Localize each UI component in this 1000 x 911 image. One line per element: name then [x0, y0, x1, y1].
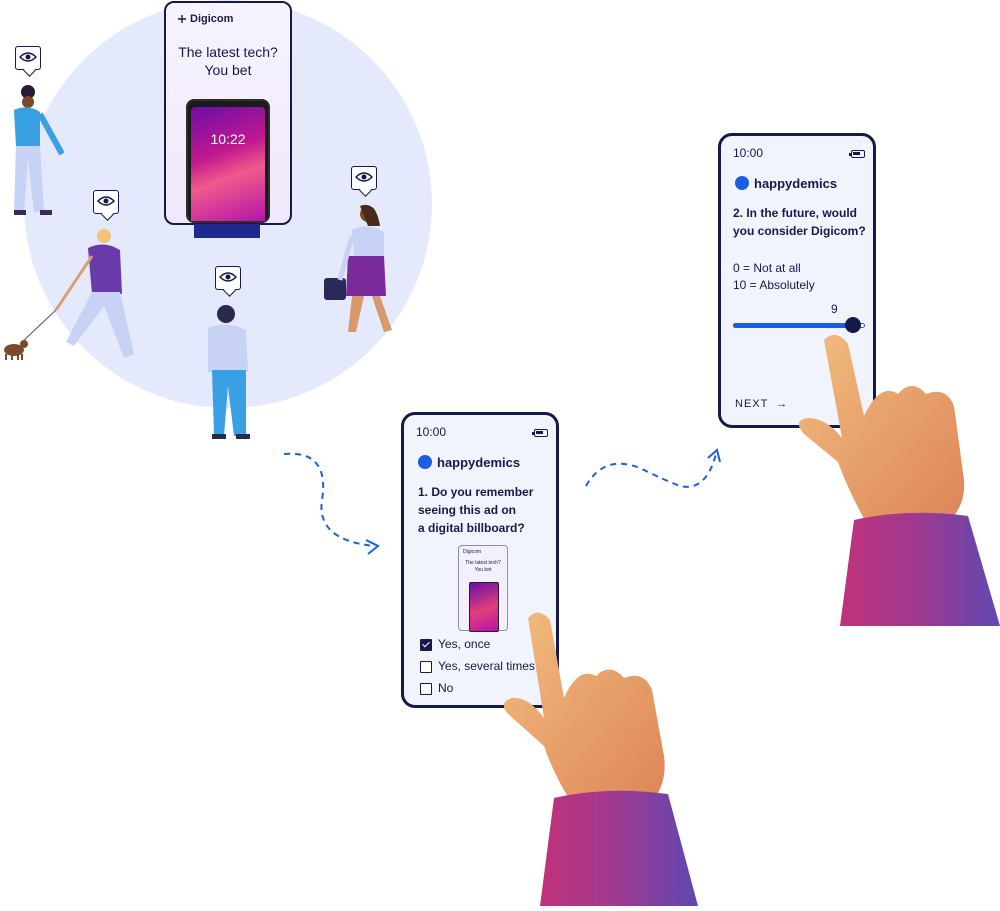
billboard-phone-time: 10:22 — [210, 131, 246, 147]
eye-bubble-1 — [15, 46, 41, 77]
hand-1-illustration — [498, 606, 708, 906]
checkbox[interactable] — [420, 661, 432, 673]
question-1-line3: a digital billboard? — [418, 521, 525, 535]
eye-icon — [19, 52, 37, 62]
eye-bubble-3 — [215, 266, 241, 297]
question-2-line1: 2. In the future, would — [733, 206, 857, 220]
status-time: 10:00 — [733, 146, 764, 160]
digital-billboard: Digicom The latest tech? You bet 10:22 — [164, 1, 292, 225]
next-button[interactable]: NEXT → — [735, 398, 788, 410]
eye-bubble-2 — [93, 190, 119, 221]
question-1-line1: 1. Do you remember — [418, 485, 534, 499]
checkbox-checked[interactable] — [420, 639, 432, 651]
flow-arrow-1 — [283, 452, 380, 555]
scale-min-label: 0 = Not at all — [733, 261, 801, 275]
survey-phone-1: 10:00 happydemics 1. Do you remember see… — [401, 412, 559, 708]
slider-thumb[interactable] — [844, 317, 861, 333]
happydemics-logo-icon — [735, 176, 749, 190]
battery-icon — [532, 429, 548, 437]
eye-icon — [355, 172, 373, 182]
status-time: 10:00 — [416, 425, 447, 439]
next-button-label: NEXT — [735, 398, 769, 410]
billboard-phone-image: 10:22 — [186, 99, 270, 223]
eye-bubble-4 — [351, 166, 377, 197]
person-woman-right — [324, 204, 392, 332]
eye-icon — [97, 196, 115, 206]
ad-thumbnail: Digicom The latest tech? You bet — [458, 545, 508, 632]
arrow-right-icon: → — [776, 398, 789, 410]
ad-thumbnail-phone — [469, 582, 499, 632]
digicom-logo-icon — [178, 14, 186, 23]
option-label: Yes, once — [438, 637, 491, 651]
billboard-phone-screen: 10:22 — [191, 107, 265, 221]
billboard-brand-label: Digicom — [190, 13, 234, 25]
brand-name: happydemics — [754, 176, 838, 191]
flow-arrow-2 — [585, 448, 721, 488]
person-woman-left — [14, 85, 65, 215]
scale-max-label: 10 = Absolutely — [733, 278, 815, 292]
ad-thumbnail-headline-line1: The latest tech? — [465, 560, 501, 566]
question-1-line2: seeing this ad on — [418, 503, 517, 517]
person-man-dog — [4, 229, 134, 360]
question-1: 1. Do you remember seeing this ad on a d… — [418, 483, 556, 537]
eye-icon — [219, 272, 237, 282]
question-2: 2. In the future, would you consider Dig… — [733, 204, 873, 240]
billboard-brand: Digicom — [178, 13, 233, 25]
hand-2-illustration — [792, 330, 1000, 626]
brand-name: happydemics — [437, 455, 521, 470]
person-man-center — [208, 305, 250, 439]
survey-phone-2: 10:00 happydemics 2. In the future, woul… — [718, 133, 876, 428]
happydemics-logo-icon — [418, 455, 432, 469]
ad-thumbnail-headline: The latest tech? You bet — [459, 560, 507, 574]
question-2-line2: you consider Digicom? — [733, 224, 866, 238]
billboard-headline-line2: You bet — [204, 62, 252, 78]
billboard-stand — [194, 224, 260, 238]
pointing-hand-icon — [503, 612, 698, 906]
people-illustration — [4, 85, 392, 439]
option-label: No — [438, 681, 454, 695]
slider-value: 9 — [831, 302, 838, 316]
ad-thumbnail-brand: Digicom — [463, 549, 482, 555]
rating-slider[interactable] — [733, 317, 865, 333]
billboard-headline-line1: The latest tech? — [178, 44, 278, 60]
scale-legend: 0 = Not at all 10 = Absolutely — [733, 260, 873, 294]
battery-icon — [849, 150, 865, 158]
checkbox[interactable] — [420, 683, 432, 695]
pointing-hand-icon — [798, 334, 1000, 626]
ad-thumbnail-headline-line2: You bet — [474, 567, 492, 573]
billboard-headline: The latest tech? You bet — [166, 43, 290, 79]
slider-fill — [733, 323, 852, 328]
option-label: Yes, several times — [438, 659, 535, 673]
